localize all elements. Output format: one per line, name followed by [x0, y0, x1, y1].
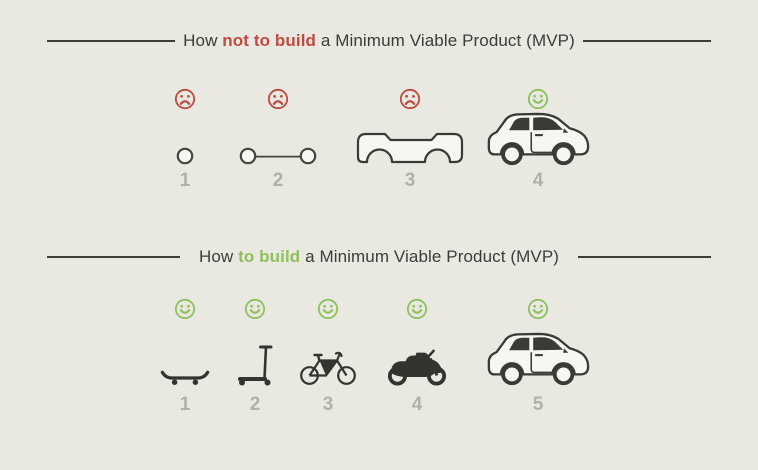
stage-number: 3 — [404, 170, 416, 191]
title-row-not-to-build: How not to build a Minimum Viable Produc… — [47, 31, 712, 51]
title-suffix: a Minimum Viable Product (MVP) — [316, 31, 575, 50]
vehicle-icon-box — [485, 110, 591, 166]
how-to-build-stage-4: 4 — [386, 298, 448, 416]
how-to-build-stage-1: 1 — [160, 298, 210, 416]
vehicle-icon-box — [175, 110, 195, 166]
stage-number: 2 — [249, 394, 261, 415]
title-prefix: How — [183, 31, 223, 50]
stage-number: 1 — [179, 170, 191, 191]
vehicle-icon-box — [386, 320, 448, 386]
title-prefix: How — [198, 247, 239, 266]
section-title-not-to-build: How not to build a Minimum Viable Produc… — [175, 31, 583, 51]
wheel-icon — [175, 146, 195, 166]
stage-number: 2 — [272, 170, 284, 191]
stage-number: 4 — [411, 394, 423, 415]
how-not-to-build-stage-1: 1 — [174, 88, 196, 192]
happy-face-icon — [174, 298, 196, 320]
happy-face-icon — [244, 298, 266, 320]
title-highlight-red: not to build — [222, 31, 317, 50]
divider-line-left — [47, 40, 176, 42]
how-to-build-stage-2: 2 — [235, 298, 275, 416]
divider-line-right — [582, 40, 712, 42]
happy-face-icon — [527, 88, 549, 110]
title-highlight-green: to build — [238, 247, 301, 266]
sad-face-icon — [174, 88, 196, 110]
stages-to-build: 1 2 3 4 5 — [0, 298, 758, 418]
stage-number: 3 — [322, 394, 334, 415]
motorcycle-icon — [386, 346, 448, 386]
title-suffix: a Minimum Viable Product (MVP) — [300, 247, 560, 266]
how-not-to-build-stage-2: 2 — [238, 88, 318, 192]
vehicle-icon-box — [355, 110, 465, 166]
happy-face-icon — [527, 298, 549, 320]
bicycle-icon — [299, 348, 357, 386]
title-row-to-build: How to build a Minimum Viable Product (M… — [47, 247, 712, 267]
car-body-shell-icon — [355, 130, 465, 166]
vehicle-icon-box — [485, 320, 591, 386]
skateboard-icon — [160, 369, 210, 386]
stage-number: 5 — [532, 394, 544, 415]
vehicle-icon-box — [160, 320, 210, 386]
kick-scooter-icon — [235, 343, 275, 386]
how-to-build-stage-5: 5 — [485, 298, 591, 416]
sad-face-icon — [267, 88, 289, 110]
vehicle-icon-box — [238, 110, 318, 166]
car-icon — [485, 330, 591, 386]
sad-face-icon — [399, 88, 421, 110]
how-to-build-stage-3: 3 — [299, 298, 357, 416]
section-title-to-build: How to build a Minimum Viable Product (M… — [180, 247, 578, 267]
stages-not-to-build: 1 2 3 4 — [0, 88, 758, 198]
divider-line-left — [47, 256, 180, 258]
vehicle-icon-box — [299, 320, 357, 386]
divider-line-right — [578, 256, 712, 258]
stage-number: 1 — [179, 394, 191, 415]
vehicle-icon-box — [235, 320, 275, 386]
how-not-to-build-stage-3: 3 — [355, 88, 465, 192]
how-not-to-build-stage-4: 4 — [485, 88, 591, 192]
car-icon — [485, 110, 591, 166]
happy-face-icon — [317, 298, 339, 320]
stage-number: 4 — [532, 170, 544, 191]
happy-face-icon — [406, 298, 428, 320]
wheels-axle-icon — [238, 146, 318, 166]
